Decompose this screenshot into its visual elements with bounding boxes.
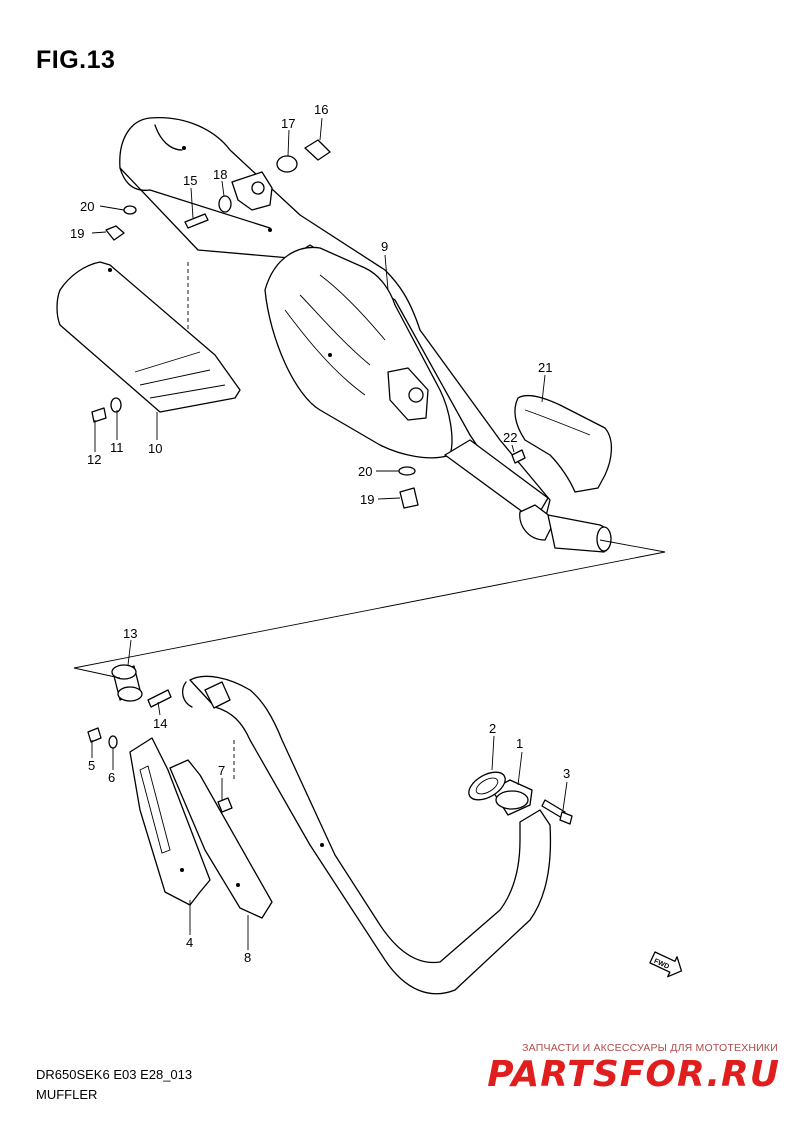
part-label-20b: 20 — [358, 464, 372, 479]
pipe-shield-8[interactable] — [169, 759, 273, 919]
watermark-tagline: ЗАПЧАСТИ И АКСЕССУАРЫ ДЛЯ МОТОТЕХНИКИ — [522, 1042, 778, 1054]
fasteners — [87, 139, 526, 813]
part-label-19b: 19 — [360, 492, 374, 507]
part-label-12: 12 — [87, 452, 101, 467]
part-label-13: 13 — [123, 626, 137, 641]
part-label-11: 11 — [110, 440, 124, 455]
part-label-22: 22 — [503, 430, 517, 445]
part-label-3: 3 — [563, 766, 570, 781]
section-guides — [73, 262, 666, 780]
section-name: MUFFLER — [36, 1087, 98, 1102]
part-label-4: 4 — [186, 935, 193, 950]
exhaust-gasket[interactable] — [464, 766, 510, 805]
muffler-heat-shield[interactable] — [56, 261, 241, 413]
part-label-9: 9 — [381, 239, 388, 254]
part-label-1: 1 — [516, 736, 523, 751]
part-label-14: 14 — [153, 716, 167, 731]
part-label-6: 6 — [108, 770, 115, 785]
figure-title: FIG.13 — [36, 46, 116, 74]
leader-lines — [91, 117, 568, 950]
part-label-10: 10 — [148, 441, 162, 456]
exhaust-pipe[interactable] — [181, 675, 552, 995]
part-label-21: 21 — [538, 360, 552, 375]
part-label-19a: 19 — [70, 226, 84, 241]
part-label-8: 8 — [244, 950, 251, 965]
part-label-7: 7 — [218, 763, 225, 778]
muffler-connector[interactable] — [111, 664, 143, 702]
part-label-15: 15 — [183, 173, 197, 188]
watermark-logo: PARTSFOR.RU — [487, 1054, 780, 1095]
part-label-17: 17 — [281, 116, 295, 131]
part-label-20a: 20 — [80, 199, 94, 214]
part-label-2: 2 — [489, 721, 496, 736]
exhaust-bolt[interactable] — [541, 799, 573, 825]
part-label-5: 5 — [88, 758, 95, 773]
part-number-labels: 1 2 3 4 5 6 7 8 9 10 11 12 13 14 15 16 1… — [70, 102, 570, 965]
pipe-shield-4[interactable] — [129, 737, 211, 906]
part-label-16: 16 — [314, 102, 328, 117]
forward-direction-icon: FWD — [649, 951, 683, 978]
muffler-body[interactable] — [119, 116, 612, 553]
muffler-cover-21[interactable] — [514, 394, 613, 493]
part-label-18: 18 — [213, 167, 227, 182]
model-code: DR650SEK6 E03 E28_013 — [36, 1067, 193, 1082]
